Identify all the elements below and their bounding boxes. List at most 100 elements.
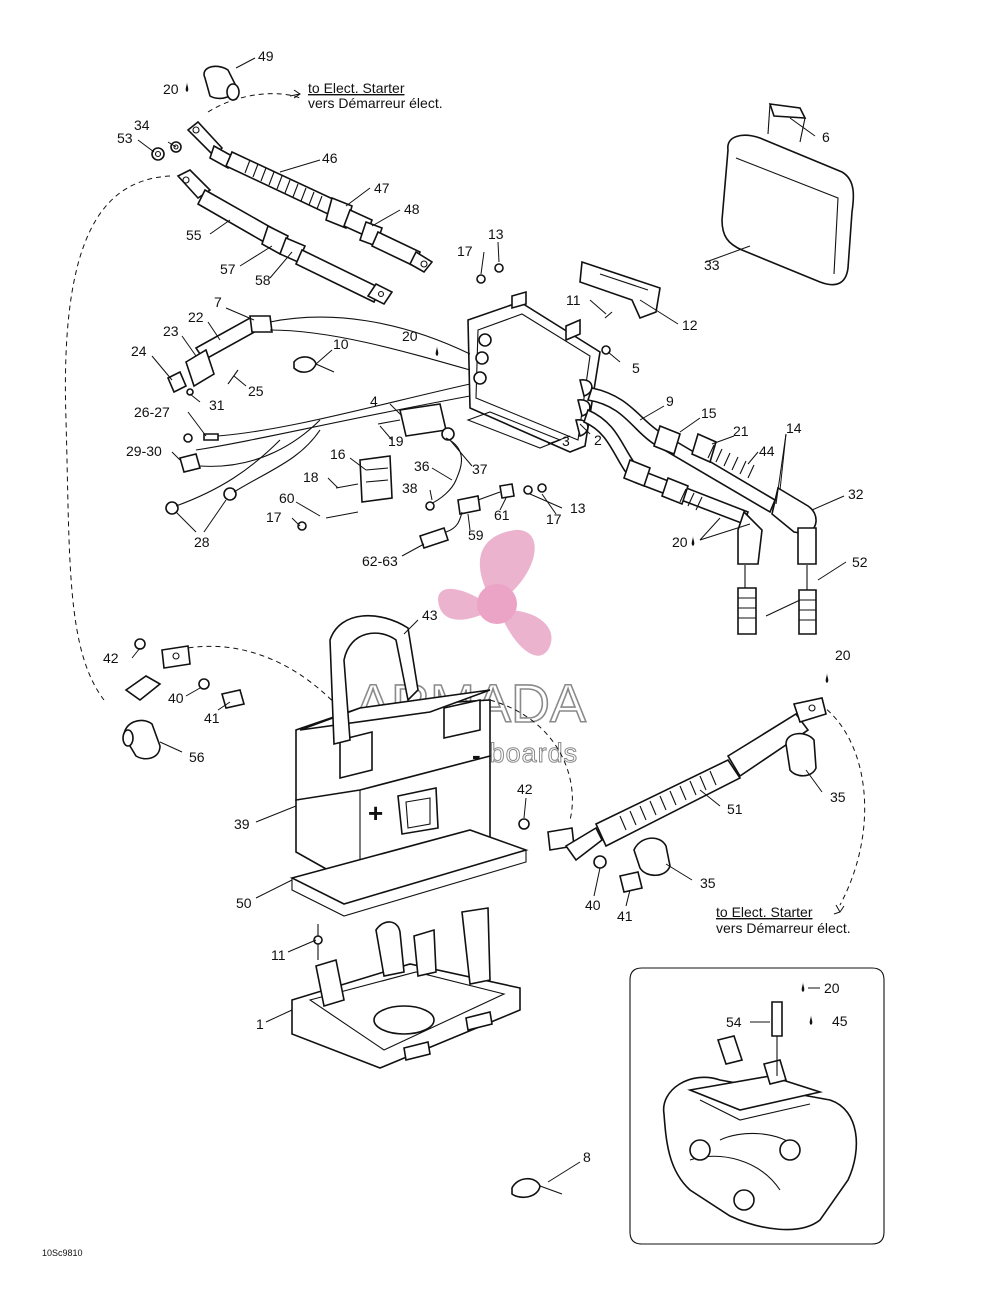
connector-29 xyxy=(179,453,201,473)
routing-line-left xyxy=(64,175,171,701)
callout-56: 56 xyxy=(189,749,205,765)
callout-33: 33 xyxy=(704,257,720,273)
callout-52: 52 xyxy=(852,554,868,570)
callout-44: 44 xyxy=(759,443,775,459)
boot-35-upper xyxy=(785,732,817,777)
electrical-box xyxy=(466,260,661,453)
battery-minus-sign: - xyxy=(472,740,481,770)
callout-10: 10 xyxy=(333,336,349,352)
callout-42b: 42 xyxy=(517,781,533,797)
routing-line-top xyxy=(207,93,301,113)
callout-13b: 13 xyxy=(570,500,586,516)
nut-53 xyxy=(151,147,165,161)
engine-inset xyxy=(511,967,885,1245)
callout-26-27: 26-27 xyxy=(134,404,170,420)
callout-9: 9 xyxy=(666,393,674,409)
routing-line-battery xyxy=(187,645,351,721)
oil-drop-icon xyxy=(809,1015,813,1025)
oil-drop-icon xyxy=(691,536,695,546)
callout-3: 3 xyxy=(562,433,570,449)
callout-40: 40 xyxy=(168,690,184,706)
callout-35: 35 xyxy=(830,789,846,805)
callout-41b: 41 xyxy=(617,908,633,924)
callout-37: 37 xyxy=(472,461,488,477)
callout-6: 6 xyxy=(822,129,830,145)
callout-11b: 11 xyxy=(271,947,286,963)
callout-40b: 40 xyxy=(585,897,601,913)
callout-19: 19 xyxy=(388,433,404,449)
callout-20d: 20 xyxy=(835,647,851,663)
callout-58: 58 xyxy=(255,272,271,288)
callout-8: 8 xyxy=(583,1149,591,1165)
bracket-12 xyxy=(579,260,661,320)
terminal-right xyxy=(518,697,827,893)
cable-51 xyxy=(594,758,742,848)
pin-25 xyxy=(227,369,239,385)
sealant-drop-icons xyxy=(185,82,829,1025)
boot-35-lower xyxy=(633,837,671,877)
connector-23 xyxy=(185,348,215,388)
routing-line-right xyxy=(819,703,866,906)
callout-42: 42 xyxy=(103,650,119,666)
connector-59 xyxy=(457,495,481,515)
note-starter-bottom-fr: vers Démarreur élect. xyxy=(716,920,851,936)
callout-34: 34 xyxy=(134,117,150,133)
callout-23: 23 xyxy=(163,323,179,339)
note-starter-top-fr: vers Démarreur élect. xyxy=(308,95,443,111)
spark-plug-52 xyxy=(798,589,817,635)
callout-25: 25 xyxy=(248,383,264,399)
cable-55 xyxy=(176,169,394,306)
callout-17b: 17 xyxy=(266,509,282,525)
callout-38: 38 xyxy=(402,480,418,496)
sensor-54 xyxy=(771,1001,783,1037)
callout-50: 50 xyxy=(236,895,252,911)
callout-55: 55 xyxy=(186,227,202,243)
spark-plug-a xyxy=(737,587,757,635)
callout-48: 48 xyxy=(404,201,420,217)
callout-43: 43 xyxy=(422,607,438,623)
callout-39: 39 xyxy=(234,816,250,832)
callout-54: 54 xyxy=(726,1014,742,1030)
tie-10 xyxy=(293,356,317,373)
callout-60: 60 xyxy=(279,490,295,506)
callout-20: 20 xyxy=(163,81,179,97)
callout-2: 2 xyxy=(594,432,602,448)
callout-53: 53 xyxy=(117,130,133,146)
callout-4: 4 xyxy=(370,393,378,409)
callout-12: 12 xyxy=(682,317,698,333)
connector-61 xyxy=(499,483,515,499)
callout-47: 47 xyxy=(374,180,390,196)
inset-frame xyxy=(629,967,885,1245)
starter-cable-upper xyxy=(151,65,434,274)
leader-lines xyxy=(131,57,847,1183)
oil-drop-icon xyxy=(801,982,805,992)
callout-46: 46 xyxy=(322,150,338,166)
drawing-code: 10Sc9810 xyxy=(42,1248,83,1258)
callout-62-63: 62-63 xyxy=(362,553,398,569)
callout-51: 51 xyxy=(727,801,743,817)
callout-28: 28 xyxy=(194,534,210,550)
callout-20c: 20 xyxy=(672,534,688,550)
callout-24: 24 xyxy=(131,343,147,359)
cap-32 xyxy=(771,486,817,535)
callout-22: 22 xyxy=(188,309,204,325)
lead-9 xyxy=(586,387,777,514)
callout-31: 31 xyxy=(209,397,225,413)
nut-42 xyxy=(134,638,146,650)
callout-32: 32 xyxy=(848,486,864,502)
oil-drop-icon xyxy=(825,673,829,683)
ignition-leads xyxy=(583,387,817,635)
callout-1: 1 xyxy=(256,1016,264,1032)
washer-40 xyxy=(198,678,210,690)
battery-assembly: + - xyxy=(289,614,529,917)
callout-41: 41 xyxy=(204,710,220,726)
callout-61: 61 xyxy=(494,507,510,523)
callout-16: 16 xyxy=(330,446,346,462)
callout-20e: 20 xyxy=(824,980,840,996)
callout-15: 15 xyxy=(701,405,717,421)
grommet-15 xyxy=(653,424,681,456)
strap-43 xyxy=(329,614,419,746)
callout-13: 13 xyxy=(488,226,504,242)
callout-29-30: 29-30 xyxy=(126,443,162,459)
callout-36: 36 xyxy=(414,458,430,474)
